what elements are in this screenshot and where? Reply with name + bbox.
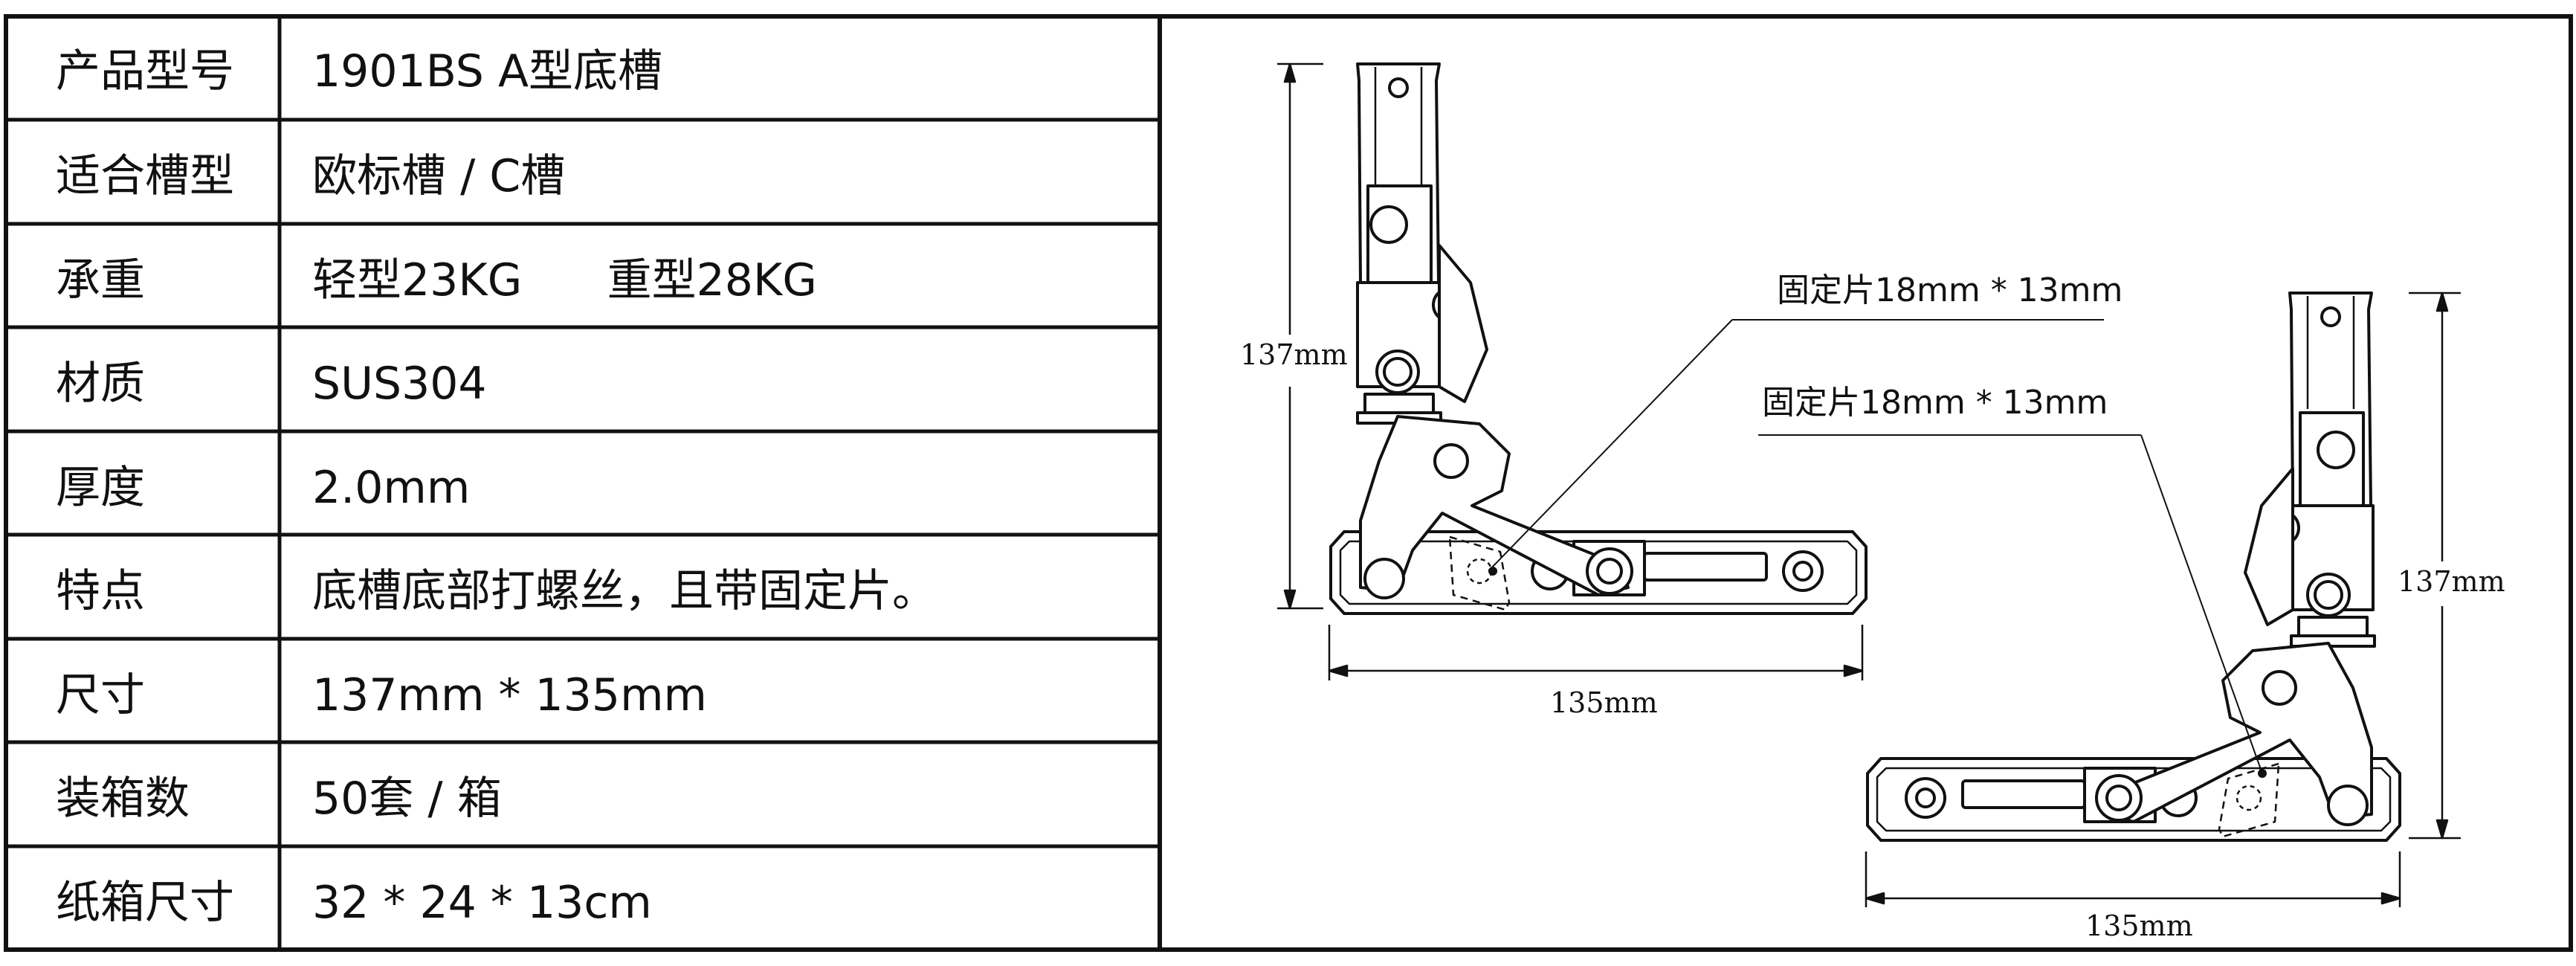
spec-table-grid (4, 14, 1162, 952)
spec-value-features: 底槽底部打螺丝，且带固定片。 (312, 565, 937, 617)
left-hinge-drawing (1277, 62, 2104, 680)
left-upper-hole (1369, 205, 1408, 244)
left-bottom-hole (1363, 558, 1405, 599)
right-side-wing (2244, 467, 2294, 626)
spec-label-channel: 适合槽型 (56, 150, 234, 202)
left-height-label: 137mm (1240, 338, 1348, 371)
spec-row-channel: 适合槽型 欧标槽 / C槽 (0, 120, 1165, 224)
right-lower-arm (2102, 642, 2373, 823)
spec-value-channel: 欧标槽 / C槽 (312, 150, 566, 202)
spec-row-load: 承重 轻型23KG 重型28KG (0, 224, 1165, 327)
spec-row-carton: 纸箱尺寸 32 * 24 * 13cm (0, 846, 1165, 950)
spec-value-size: 137mm * 135mm (312, 669, 707, 721)
spec-row-model: 产品型号 1901BS A型底槽 (0, 16, 1165, 120)
left-slot (1643, 552, 1768, 582)
spec-table: 产品型号 1901BS A型底槽 适合槽型 欧标槽 / C槽 承重 轻型23KG… (0, 0, 1165, 966)
spec-value-packing: 50套 / 箱 (312, 773, 502, 825)
spec-label-features: 特点 (56, 565, 145, 617)
spec-label-material: 材质 (56, 358, 145, 410)
spec-value-load: 轻型23KG 重型28KG (312, 254, 817, 306)
right-callout-label: 固定片18mm * 13mm (1762, 384, 2108, 422)
spec-row-packing: 装箱数 50套 / 箱 (0, 742, 1165, 846)
right-top-hole (2320, 306, 2341, 327)
spec-value-thickness: 2.0mm (312, 462, 471, 514)
left-fixing-plate (1448, 535, 1511, 611)
right-width-label: 135mm (2085, 909, 2193, 942)
spec-label-model: 产品型号 (56, 45, 234, 97)
spec-label-size: 尺寸 (56, 669, 145, 721)
spec-row-features: 特点 底槽底部打螺丝，且带固定片。 (0, 535, 1165, 639)
spec-row-material: 材质 SUS304 (0, 327, 1165, 431)
spec-value-model: 1901BS A型底槽 (312, 45, 663, 97)
spec-label-carton: 纸箱尺寸 (56, 877, 234, 929)
drawing-frame (1158, 14, 2573, 952)
spec-label-thickness: 厚度 (56, 462, 145, 514)
left-width-label: 135mm (1550, 686, 1658, 719)
right-hinge-drawing (1758, 292, 2461, 907)
spec-row-thickness: 厚度 2.0mm (0, 431, 1165, 535)
left-side-wing (1438, 244, 1488, 403)
spec-value-material: SUS304 (312, 358, 487, 410)
spec-label-load: 承重 (56, 254, 145, 306)
left-callout-label: 固定片18mm * 13mm (1777, 271, 2123, 309)
right-upper-hole (2317, 431, 2355, 469)
right-bottom-hole (2327, 785, 2369, 826)
left-top-hole (1388, 77, 1409, 98)
spec-label-packing: 装箱数 (56, 773, 190, 825)
right-fixing-plate (2218, 762, 2280, 838)
spec-row-size: 尺寸 137mm * 135mm (0, 639, 1165, 742)
right-height-label: 137mm (2398, 565, 2505, 598)
right-slot (1961, 779, 2086, 809)
left-lower-arm (1359, 415, 1630, 596)
spec-value-carton: 32 * 24 * 13cm (312, 877, 652, 929)
